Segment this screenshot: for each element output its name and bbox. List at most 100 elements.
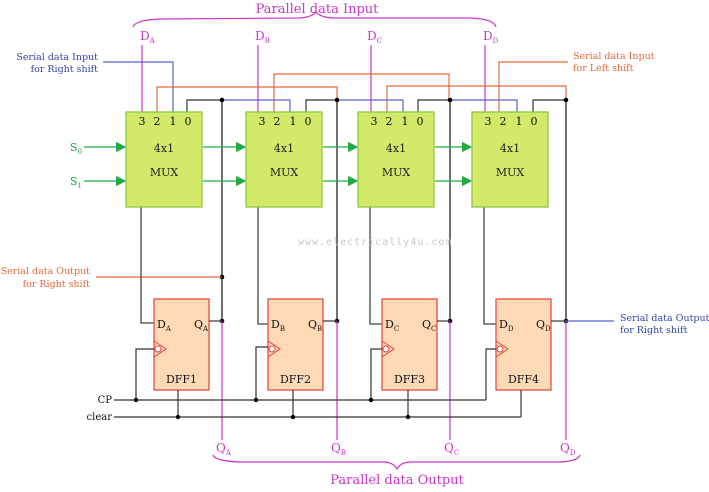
mux-box <box>471 111 549 208</box>
parallel-output-qa: QA <box>216 441 232 457</box>
dff-q-label: QC <box>422 318 436 333</box>
parallel-output-wires <box>221 321 567 440</box>
clear-label: clear <box>87 412 113 423</box>
mux-name-label: MUX <box>496 166 525 179</box>
hold-wires <box>186 99 566 112</box>
mux-pin-2: 2 <box>386 115 393 128</box>
svg-text:DD: DD <box>483 29 499 45</box>
mux-pin-3: 3 <box>259 115 266 128</box>
dff-q-label: QA <box>194 318 209 333</box>
mux-pin-1: 1 <box>402 115 409 128</box>
mux-type-label: 4x1 <box>386 142 406 155</box>
left-shift-wires <box>156 73 567 112</box>
mux-pin-0: 0 <box>185 115 192 128</box>
output-brace <box>212 454 581 471</box>
serial-output-right-label-2: for Right shift <box>620 325 688 336</box>
parallel-input-wires <box>141 45 486 112</box>
dff-box <box>495 298 552 391</box>
negative-edge-bubble-icon <box>382 345 390 353</box>
mux-box <box>245 111 323 208</box>
dff-1: DA QA DFF1 <box>153 298 222 391</box>
mux-pin-2: 2 <box>154 115 161 128</box>
parallel-input-dd: DD <box>483 29 499 45</box>
clock-clear-dots <box>133 397 411 420</box>
serial-input-left-label-1: Serial data Input <box>573 51 655 62</box>
negative-edge-bubble-icon <box>154 345 162 353</box>
mux-pin-2: 2 <box>500 115 507 128</box>
mux-pin-3: 3 <box>485 115 492 128</box>
mux-pin-0: 0 <box>417 115 424 128</box>
mux-pin-0: 0 <box>305 115 312 128</box>
select-s0-label: S0 <box>70 141 82 156</box>
svg-text:QC: QC <box>444 441 459 457</box>
mux-pin-1: 1 <box>516 115 523 128</box>
serial-input-left-label-2: for Left shift <box>573 63 634 74</box>
mux-type-label: 4x1 <box>154 142 174 155</box>
svg-text:DB: DB <box>255 29 270 45</box>
dff-d-label: DA <box>157 318 172 333</box>
select-wires <box>84 141 473 187</box>
parallel-input-dc: DC <box>367 29 382 45</box>
parallel-input-db: DB <box>255 29 270 45</box>
dff-q-label: QB <box>308 318 322 333</box>
mux-name-label: MUX <box>150 166 179 179</box>
mux-box <box>125 111 203 208</box>
parallel-output-qc: QC <box>444 441 459 457</box>
input-brace <box>132 11 497 28</box>
serial-input-right-wire <box>103 61 174 112</box>
serial-input-left-wire <box>498 61 568 112</box>
mux-type-label: 4x1 <box>500 142 520 155</box>
dff-2: DB QB DFF2 <box>267 298 337 391</box>
dff-box <box>381 298 438 391</box>
serial-input-right-label-2: for Right shift <box>31 64 99 75</box>
negative-edge-bubble-icon <box>496 345 504 353</box>
right-shift-wires <box>222 99 518 112</box>
dff-d-label: DD <box>499 318 514 333</box>
dff-box <box>153 298 210 391</box>
clock-wires <box>114 346 496 401</box>
mux-type-label: 4x1 <box>274 142 294 155</box>
dff-4: DD QD DFF4 <box>495 298 566 391</box>
serial-output-left-label-1: Serial data Output <box>1 266 91 277</box>
svg-text:QD: QD <box>560 441 576 457</box>
clock-edge-icon <box>381 340 395 358</box>
dff-box <box>267 298 324 391</box>
clock-edge-icon <box>267 340 281 358</box>
dff-name-label: DFF4 <box>508 373 539 386</box>
dff-name-label: DFF2 <box>280 373 311 386</box>
parallel-output-title: Parallel data Output <box>330 473 464 488</box>
clear-wires <box>114 390 522 418</box>
mux-pin-1: 1 <box>290 115 297 128</box>
select-s1-label: S1 <box>70 175 82 190</box>
svg-text:DA: DA <box>140 29 156 45</box>
parallel-input-da: DA <box>140 29 156 45</box>
negative-edge-bubble-icon <box>268 345 276 353</box>
mux-pin-1: 1 <box>170 115 177 128</box>
mux-pin-3: 3 <box>371 115 378 128</box>
mux-box <box>357 111 435 208</box>
clock-edge-icon <box>153 340 167 358</box>
serial-input-right-label-1: Serial data Input <box>16 52 98 63</box>
svg-text:QA: QA <box>216 441 232 457</box>
clock-edge-icon <box>495 340 509 358</box>
dff-q-label: QD <box>536 318 551 333</box>
parallel-output-qd: QD <box>560 441 576 457</box>
mux-output-wires <box>140 207 496 325</box>
mux-pin-3: 3 <box>139 115 146 128</box>
dff-d-label: DC <box>385 318 399 333</box>
dff-name-label: DFF1 <box>166 373 197 386</box>
parallel-input-title: Parallel data Input <box>256 2 380 17</box>
serial-output-left-label-2: for Right shift <box>23 279 91 290</box>
serial-output-right-label-1: Serial data Output <box>620 313 709 324</box>
dff-d-label: DB <box>271 318 285 333</box>
watermark: www.electrically4u.com <box>298 237 452 248</box>
clock-label: CP <box>98 395 113 406</box>
mux-pin-2: 2 <box>274 115 281 128</box>
mux-name-label: MUX <box>270 166 299 179</box>
